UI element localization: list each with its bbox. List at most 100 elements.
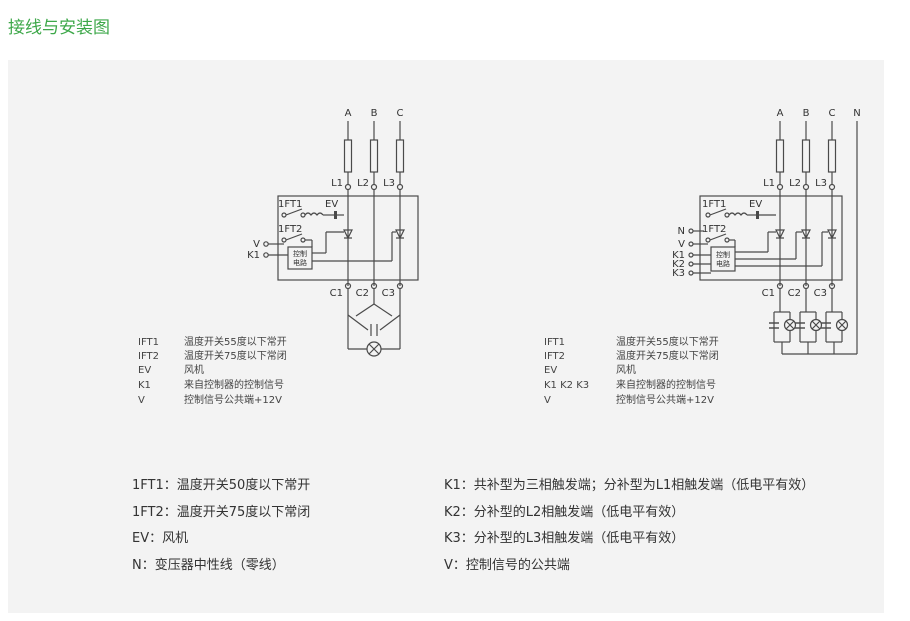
left-terminal-c1 bbox=[344, 282, 352, 290]
right-legend-code-1: IFT1 bbox=[544, 337, 565, 348]
right-thyristor-b bbox=[801, 229, 811, 240]
note-right-2: K2：分补型的L2相触发端（低电平有效） bbox=[444, 504, 684, 520]
right-terminal-l2 bbox=[802, 183, 810, 191]
right-control-circuit-label-2: 电路 bbox=[716, 259, 730, 268]
left-fuse-c bbox=[395, 139, 405, 173]
right-output-c3-label: C3 bbox=[814, 288, 827, 299]
left-control-circuit-label-2: 电路 bbox=[293, 258, 307, 267]
right-cap-a bbox=[769, 322, 779, 329]
right-legend-code-5: V bbox=[544, 395, 551, 406]
right-control-circuit-label-1: 控制 bbox=[716, 250, 730, 259]
right-lamp-c-cross bbox=[837, 320, 847, 330]
right-term-n-label: N bbox=[678, 226, 685, 237]
left-fan-coil bbox=[304, 212, 324, 216]
left-cap-ac-l bbox=[347, 314, 369, 331]
right-term-k1 bbox=[688, 252, 694, 258]
right-legend-desc-4: 来自控制器的控制信号 bbox=[616, 378, 716, 391]
right-phase-n-label: N bbox=[853, 108, 860, 119]
right-phase-a-label: A bbox=[777, 108, 784, 119]
right-legend-desc-3: 风机 bbox=[616, 363, 636, 376]
right-legend-desc-5: 控制信号公共端+12V bbox=[616, 393, 714, 406]
left-output-c2-label: C2 bbox=[356, 288, 369, 299]
left-switch1-label: 1FT1 bbox=[278, 199, 302, 210]
left-switch2-blade bbox=[285, 233, 303, 241]
left-fan-icon bbox=[334, 211, 337, 219]
note-right-3: K3：分补型的L3相触发端（低电平有效） bbox=[444, 530, 684, 546]
note-left-1: 1FT1：温度开关50度以下常开 bbox=[132, 477, 310, 493]
left-phase-c-label: C bbox=[397, 108, 404, 119]
right-terminal-c2 bbox=[802, 282, 810, 290]
page-title: 接线与安装图 bbox=[8, 18, 110, 38]
right-input-l2-label: L2 bbox=[789, 178, 801, 189]
left-switch1-contact-b bbox=[300, 212, 306, 218]
right-cap-c bbox=[821, 322, 831, 329]
left-switch2-contact-b bbox=[300, 237, 306, 243]
right-switch2-label: 1FT2 bbox=[702, 224, 726, 235]
right-term-k2-label: K2 bbox=[672, 259, 685, 270]
left-control-circuit bbox=[287, 246, 313, 270]
right-switch1-blade bbox=[709, 208, 727, 216]
note-left-4: N：变压器中性线（零线） bbox=[132, 557, 285, 573]
right-fuse-c bbox=[827, 139, 837, 173]
right-lamp-c-icon bbox=[835, 318, 849, 332]
left-switch1-blade bbox=[285, 208, 303, 216]
right-output-c2-label: C2 bbox=[788, 288, 801, 299]
left-terminal-l1 bbox=[344, 183, 352, 191]
wiring-diagrams: A B C L1 L2 L3 1FT1 EV bbox=[132, 108, 861, 573]
right-terminal-c1 bbox=[776, 282, 784, 290]
left-legend-code-4: K1 bbox=[138, 380, 151, 391]
right-legend-code-2: IFT2 bbox=[544, 351, 565, 362]
left-lamp-icon bbox=[366, 341, 382, 357]
right-fan-label: EV bbox=[749, 199, 762, 210]
right-legend-desc-1: 温度开关55度以下常开 bbox=[616, 335, 719, 348]
left-output-c3-label: C3 bbox=[382, 288, 395, 299]
left-input-l3-label: L3 bbox=[383, 178, 395, 189]
right-legend-code-4: K1 K2 K3 bbox=[544, 380, 589, 391]
right-term-n bbox=[688, 228, 694, 234]
left-lamp-cross bbox=[368, 343, 380, 355]
left-legend-code-5: V bbox=[138, 395, 145, 406]
right-legend-desc-2: 温度开关75度以下常闭 bbox=[616, 349, 719, 362]
right-legend-code-3: EV bbox=[544, 365, 557, 376]
right-phase-c-label: C bbox=[829, 108, 836, 119]
left-wiring-diagram: A B C L1 L2 L3 1FT1 EV bbox=[138, 108, 419, 406]
left-phase-b-label: B bbox=[371, 108, 378, 119]
left-terminal-c3 bbox=[396, 282, 404, 290]
left-phase-a-label: A bbox=[345, 108, 352, 119]
left-terminal-l3 bbox=[396, 183, 404, 191]
right-switch1-contact-a bbox=[705, 212, 711, 218]
left-legend-code-1: IFT1 bbox=[138, 337, 159, 348]
right-controller-box bbox=[699, 195, 843, 281]
right-fan-coil bbox=[728, 212, 748, 216]
left-thyristor-c bbox=[395, 229, 405, 240]
left-terminal-c2 bbox=[370, 282, 378, 290]
right-switch2-blade bbox=[709, 233, 727, 241]
left-term-k1 bbox=[263, 252, 269, 258]
right-terminal-c3 bbox=[828, 282, 836, 290]
right-lamp-b-icon bbox=[809, 318, 823, 332]
left-fuse-a bbox=[343, 139, 353, 173]
right-term-k1-label: K1 bbox=[672, 250, 685, 261]
left-term-k1-label: K1 bbox=[247, 250, 260, 261]
right-switch1-label: 1FT1 bbox=[702, 199, 726, 210]
right-fan-icon bbox=[756, 211, 759, 219]
left-input-l1-label: L1 bbox=[331, 178, 343, 189]
left-switch2-label: 1FT2 bbox=[278, 224, 302, 235]
right-term-k3-label: K3 bbox=[672, 268, 685, 279]
right-term-k3 bbox=[688, 270, 694, 276]
right-input-l1-label: L1 bbox=[763, 178, 775, 189]
note-left-2: 1FT2：温度开关75度以下常闭 bbox=[132, 504, 310, 520]
right-input-l3-label: L3 bbox=[815, 178, 827, 189]
left-thyristor-a bbox=[343, 229, 353, 240]
left-output-c1-label: C1 bbox=[330, 288, 343, 299]
right-wiring-diagram: A B C N L1 L2 L3 1FT1 EV 1FT2 bbox=[544, 108, 861, 406]
left-legend-desc-3: 风机 bbox=[184, 363, 204, 376]
right-switch2-contact-a bbox=[705, 237, 711, 243]
left-legend-desc-5: 控制信号公共端+12V bbox=[184, 393, 282, 406]
left-term-v bbox=[263, 241, 269, 247]
left-switch2-contact-a bbox=[281, 237, 287, 243]
right-phase-b-label: B bbox=[803, 108, 810, 119]
note-right-1: K1：共补型为三相触发端；分补型为L1相触发端（低电平有效） bbox=[444, 477, 814, 493]
left-cap-ac-r bbox=[379, 314, 401, 331]
left-fuse-b bbox=[369, 139, 379, 173]
